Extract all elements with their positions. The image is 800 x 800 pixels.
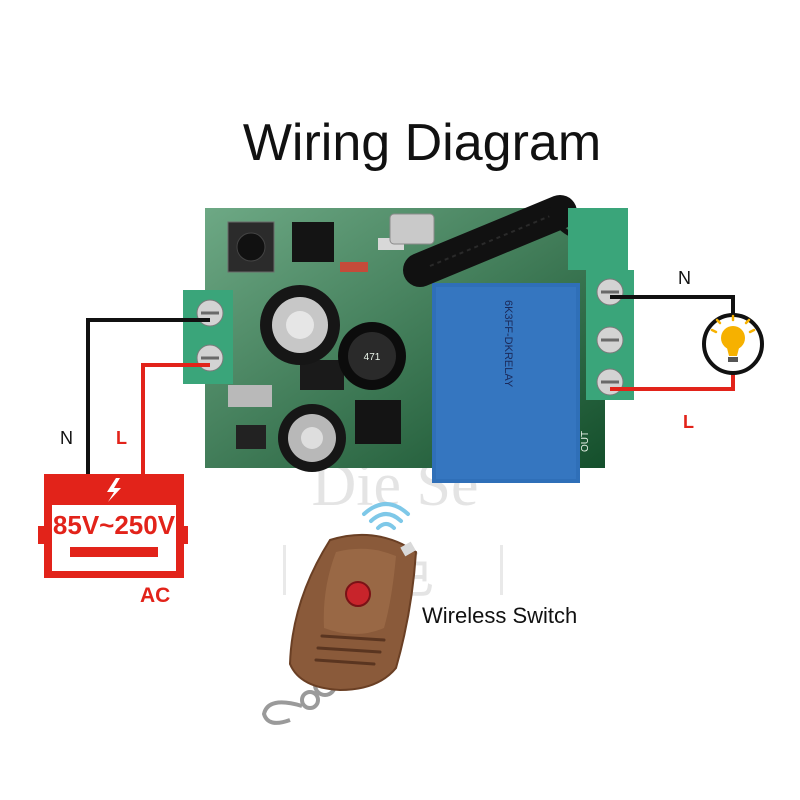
ic-chip-top	[292, 222, 334, 262]
label-live-output: L	[683, 412, 694, 432]
label-live-input: L	[116, 428, 127, 448]
remote-grille	[314, 634, 386, 666]
diode	[340, 262, 368, 272]
label-neutral-input: N	[60, 428, 73, 448]
inductor: 471	[338, 322, 406, 390]
wire-neutral-output	[610, 295, 735, 316]
ac-power-supply: 85V~250V AC	[38, 474, 188, 607]
ac-label: AC	[140, 584, 170, 607]
learn-button-cap	[236, 232, 266, 262]
wire-live-output	[610, 372, 735, 391]
wireless-signal-icon	[362, 502, 410, 530]
voltage-panel	[52, 505, 176, 571]
watermark-bar-right	[500, 545, 503, 595]
relay-module: 471 6K3FF-DKRELAY	[183, 195, 634, 483]
inductor-code: 471	[364, 352, 381, 363]
light-bulb-icon	[702, 313, 764, 375]
capacitor-large	[260, 285, 340, 365]
ic-chip-bottom	[355, 400, 401, 444]
remote-control	[261, 533, 418, 725]
remote-antenna-tip	[400, 541, 416, 557]
page-title: Wiring Diagram	[243, 114, 601, 172]
terminal-block-input	[183, 290, 233, 384]
watermark-bar-left	[283, 545, 286, 595]
relay-text: 6K3FF-DKRELAY	[502, 300, 514, 388]
terminal-block-output	[586, 270, 634, 400]
wire-neutral-input	[86, 318, 210, 474]
out-label: OUT	[580, 431, 591, 452]
relay: 6K3FF-DKRELAY	[432, 283, 580, 483]
remote-caption: Wireless Switch	[422, 603, 577, 628]
capacitor-small	[278, 404, 346, 472]
label-neutral-output: N	[678, 268, 691, 288]
wire-live-input	[141, 363, 210, 474]
crystal	[389, 213, 435, 245]
bolt-icon	[107, 478, 121, 502]
chip-capacitor	[236, 425, 266, 449]
remote-button	[345, 581, 371, 607]
voltage-label: 85V~250V	[53, 510, 176, 540]
terminal-block-top	[568, 208, 628, 270]
resistor-bank	[228, 385, 272, 407]
regulator-chip	[300, 360, 344, 390]
voltage-bar	[70, 547, 158, 557]
